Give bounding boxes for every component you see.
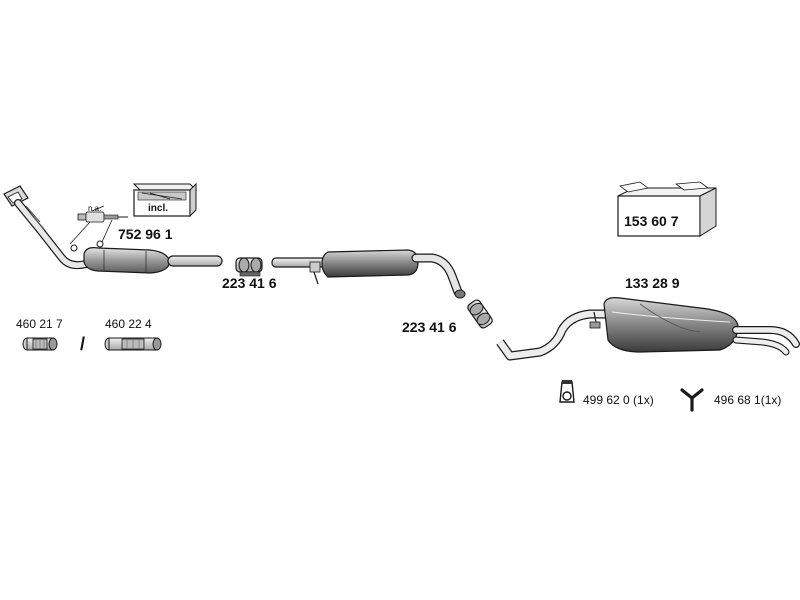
catalytic-converter-part-number: 752 96 1 [118, 226, 173, 242]
rear-silencer-part-number: 133 28 9 [625, 275, 680, 291]
hanger-mount-icon [680, 388, 704, 412]
mounting-kit-part-number: 153 60 7 [624, 213, 679, 229]
part-separator: / [80, 334, 86, 354]
rear-clamp-part-number: 223 41 6 [402, 319, 457, 335]
front-pipe [3, 185, 90, 270]
hanger-mount-part-number: 496 68 1(1x) [714, 393, 782, 407]
included-label: incl. [148, 203, 169, 214]
rubber-mount-part-number: 499 62 0 (1x) [583, 393, 654, 407]
front-clamp-icon [235, 257, 263, 277]
flex-pipe-a-part-number: 460 21 7 [16, 317, 63, 331]
front-clamp-part-number: 223 41 6 [222, 275, 277, 291]
rear-silencer [496, 297, 800, 361]
flex-pipe-b-icon [104, 337, 162, 351]
mounting-kit-box [617, 181, 717, 237]
catalytic-converter [70, 240, 223, 274]
flex-pipe-b-part-number: 460 22 4 [105, 317, 152, 331]
middle-silencer [271, 249, 466, 299]
included-parts-box [132, 182, 198, 218]
rear-clamp-icon [467, 299, 493, 329]
oxygen-sensor-icon [69, 205, 128, 245]
rubber-mount-icon [559, 380, 575, 403]
flex-pipe-a-icon [22, 337, 58, 351]
not-available-label: n.a. [88, 204, 102, 213]
